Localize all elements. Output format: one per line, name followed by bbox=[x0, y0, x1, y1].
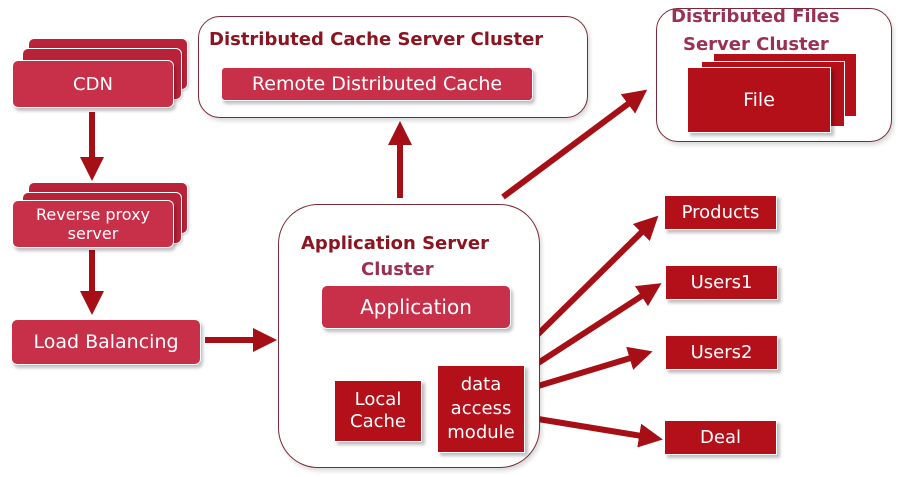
application-box[interactable]: Application bbox=[321, 285, 511, 329]
reverse-proxy-box[interactable]: Reverse proxy server bbox=[12, 200, 174, 248]
file-label: File bbox=[743, 89, 775, 111]
remote-distributed-cache-box[interactable]: Remote Distributed Cache bbox=[221, 67, 533, 101]
file-box[interactable]: File bbox=[687, 67, 831, 133]
cache-cluster-title: Distributed Cache Server Cluster bbox=[209, 29, 544, 50]
cdn-label: CDN bbox=[73, 73, 113, 95]
app-cluster-title-line2: Cluster bbox=[361, 259, 434, 280]
data-access-module-box[interactable]: data access module bbox=[437, 365, 525, 453]
dam-line3: module bbox=[447, 422, 515, 443]
local-cache-box[interactable]: Local Cache bbox=[334, 380, 422, 442]
load-balancing-label: Load Balancing bbox=[33, 331, 179, 353]
arrow-dam-to-products bbox=[519, 215, 659, 353]
application-label: Application bbox=[360, 295, 472, 319]
db-products-box[interactable]: Products bbox=[664, 195, 777, 230]
local-cache-line2: Cache bbox=[350, 411, 406, 432]
arrow-dam-to-deal bbox=[537, 416, 663, 448]
distributed-files-cluster: File Distributed Files Server Cluster bbox=[656, 6, 892, 142]
db-deal-label: Deal bbox=[700, 427, 741, 448]
local-cache-line1: Local bbox=[354, 389, 402, 410]
files-cluster-title-line2: Server Cluster bbox=[683, 34, 829, 55]
reverse-proxy-label: Reverse proxy server bbox=[35, 205, 150, 243]
db-deal-box[interactable]: Deal bbox=[664, 420, 777, 455]
db-users1-box[interactable]: Users1 bbox=[665, 265, 778, 300]
db-products-label: Products bbox=[681, 202, 760, 223]
db-users2-box[interactable]: Users2 bbox=[665, 335, 778, 370]
db-users2-label: Users2 bbox=[690, 342, 753, 363]
arrow-app-to-files bbox=[501, 89, 648, 200]
dam-line1: data bbox=[460, 374, 502, 395]
app-cluster-title-line1: Application Server bbox=[301, 233, 489, 254]
cdn-box[interactable]: CDN bbox=[12, 60, 174, 108]
load-balancing-box[interactable]: Load Balancing bbox=[11, 319, 201, 365]
distributed-cache-cluster: Distributed Cache Server Cluster Remote … bbox=[198, 16, 588, 118]
application-server-cluster: Application Server Cluster Application L… bbox=[278, 204, 540, 468]
arrow-dam-to-users1 bbox=[530, 283, 662, 370]
db-users1-label: Users1 bbox=[690, 272, 753, 293]
arrow-dam-to-users2 bbox=[537, 346, 653, 389]
files-cluster-title-line1: Distributed Files bbox=[671, 6, 840, 27]
remote-cache-label: Remote Distributed Cache bbox=[251, 73, 503, 95]
dam-line2: access bbox=[450, 398, 512, 419]
